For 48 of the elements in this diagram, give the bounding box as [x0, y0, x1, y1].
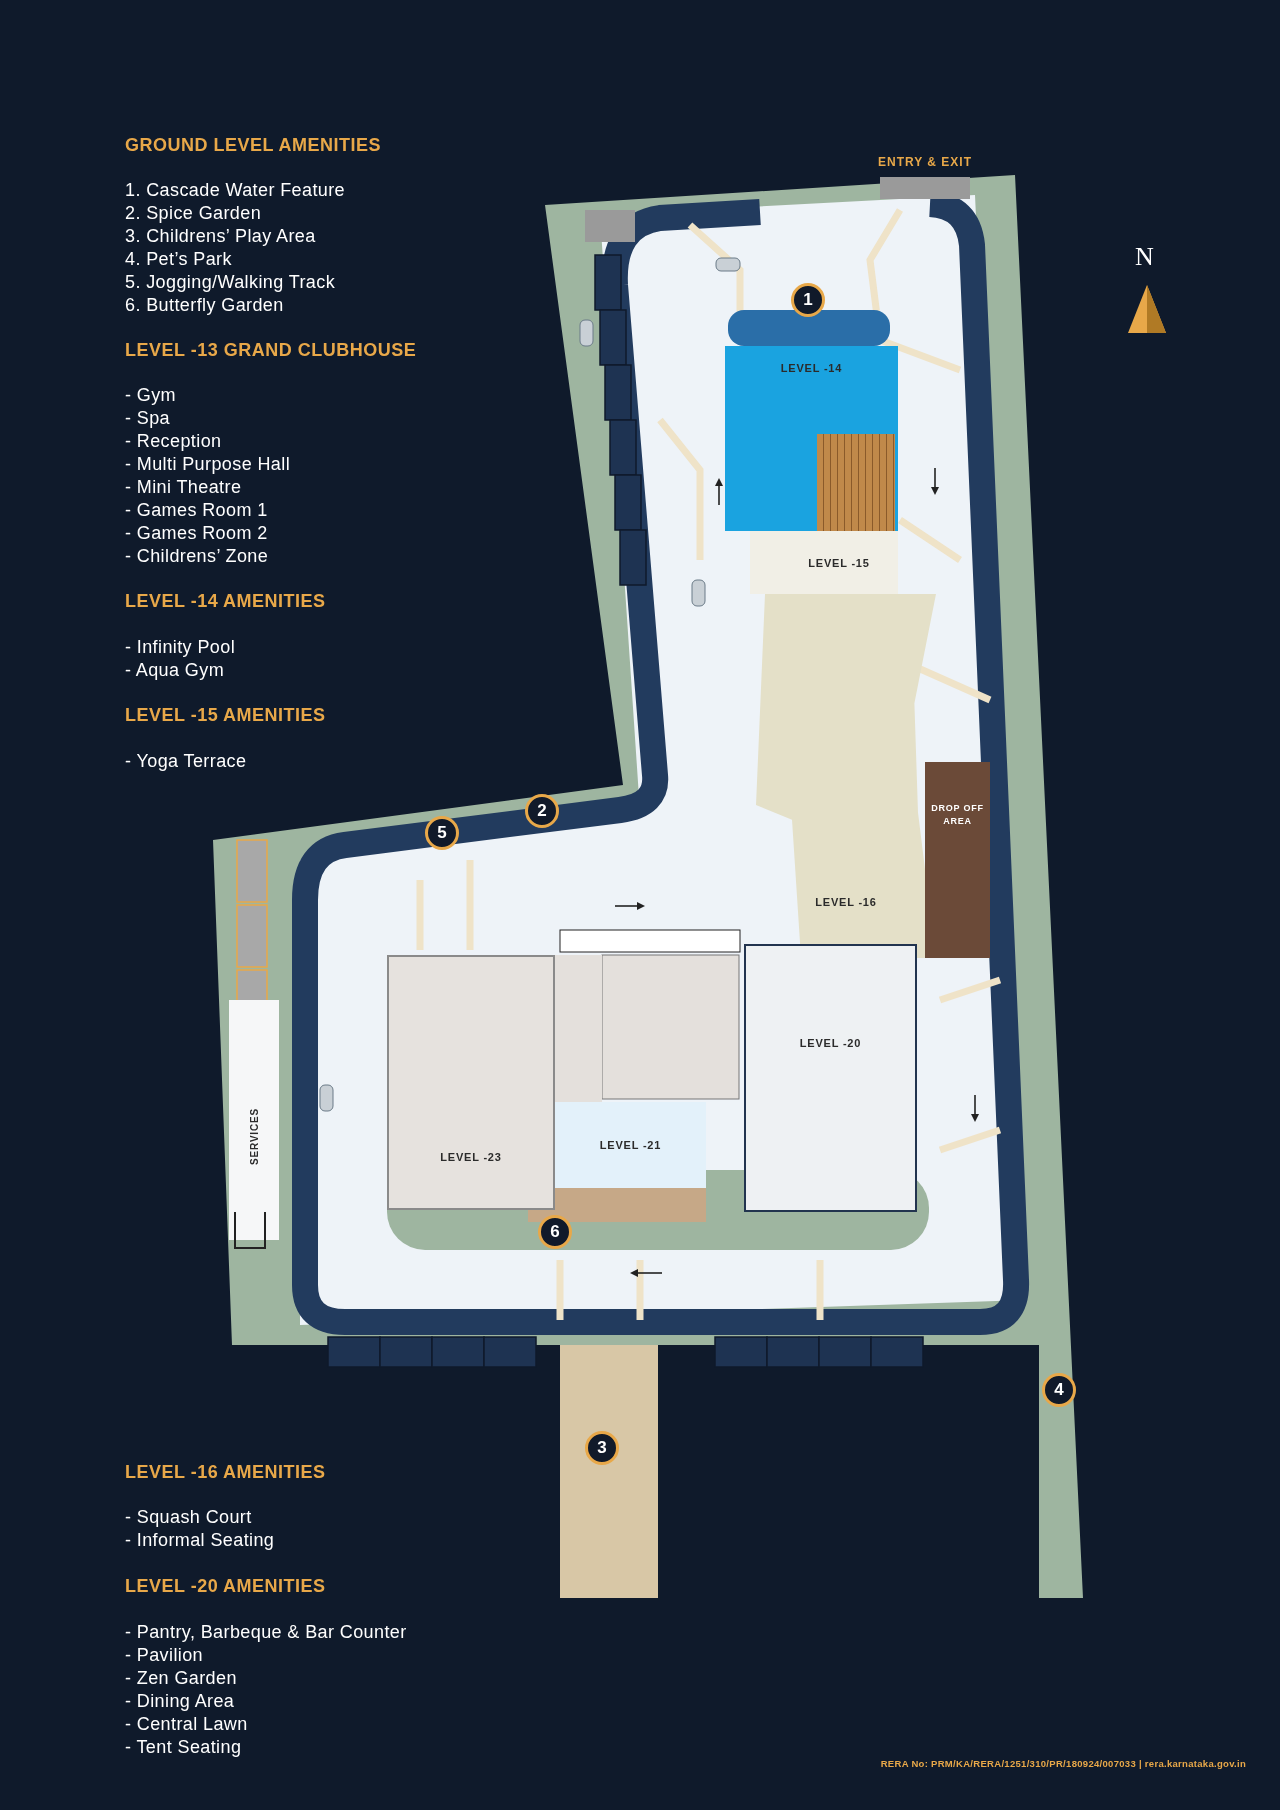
building-block [555, 1102, 706, 1188]
level-label: SERVICES [248, 1108, 260, 1165]
amenity-list-item: 4. Pet’s Park [125, 249, 232, 270]
amenity-list-item: 3. Childrens’ Play Area [125, 226, 316, 247]
section-heading: LEVEL -20 AMENITIES [125, 1576, 326, 1597]
amenity-list-item: 5. Jogging/Walking Track [125, 272, 336, 293]
amenity-list-item: - Informal Seating [125, 1530, 275, 1551]
amenity-list-item: - Yoga Terrace [125, 751, 247, 772]
terrace-block [750, 531, 898, 594]
amenity-list-item: - Pavilion [125, 1645, 204, 1666]
section-heading: LEVEL -13 GRAND CLUBHOUSE [125, 340, 417, 361]
level-label: LEVEL -23 [440, 1151, 502, 1163]
level-label: LEVEL -14 [780, 362, 843, 374]
area-label: DROP OFF AREA [930, 802, 985, 828]
level-label: LEVEL -20 [799, 1037, 862, 1049]
swimming-pool [725, 346, 898, 531]
drop-off-area [925, 762, 990, 958]
amenity-list-item: 1. Cascade Water Feature [125, 180, 346, 201]
amenity-list-item: - Tent Seating [125, 1737, 242, 1758]
amenity-list-item: - Reception [125, 431, 222, 452]
amenity-list-item: - Infinity Pool [125, 637, 236, 658]
amenity-list-item: - Gym [125, 385, 176, 406]
level-label: LEVEL -15 [808, 556, 870, 569]
section-heading: LEVEL -16 AMENITIES [125, 1462, 326, 1483]
amenity-list-item: - Squash Court [125, 1507, 252, 1528]
registration-note: RERA No: PRM/KA/RERA/1251/310/PR/180924/007033 | rera.karnataka.gov.in [880, 1758, 1246, 1769]
level-label: LEVEL -21 [599, 1139, 662, 1151]
amenity-list-item: - Aqua Gym [125, 660, 225, 681]
amenity-list-item: - Multi Purpose Hall [125, 454, 291, 475]
amenity-list-item: - Mini Theatre [125, 477, 242, 498]
building-block [387, 955, 555, 1210]
north-label: N [1135, 242, 1155, 272]
section-heading: LEVEL -15 AMENITIES [125, 705, 326, 726]
amenity-list-item: - Dining Area [125, 1691, 235, 1712]
amenity-list-item: - Central Lawn [125, 1714, 248, 1735]
amenity-list-item: 2. Spice Garden [125, 203, 262, 224]
amenity-list-item: - Childrens’ Zone [125, 546, 269, 567]
amenity-list-item: 6. Butterfly Garden [125, 295, 284, 316]
amenity-list-item: - Zen Garden [125, 1668, 237, 1689]
building-block [744, 944, 917, 1212]
amenity-list-item: - Pantry, Barbeque & Bar Counter [125, 1622, 407, 1643]
amenity-list-item: - Games Room 2 [125, 523, 268, 544]
section-heading: GROUND LEVEL AMENITIES [125, 135, 382, 156]
amenity-list-item: - Spa [125, 408, 171, 429]
section-heading: LEVEL -14 AMENITIES [125, 591, 326, 612]
entry-exit-label: ENTRY & EXIT [878, 155, 972, 169]
level-label: LEVEL -16 [815, 896, 877, 908]
amenity-list-item: - Games Room 1 [125, 500, 268, 521]
